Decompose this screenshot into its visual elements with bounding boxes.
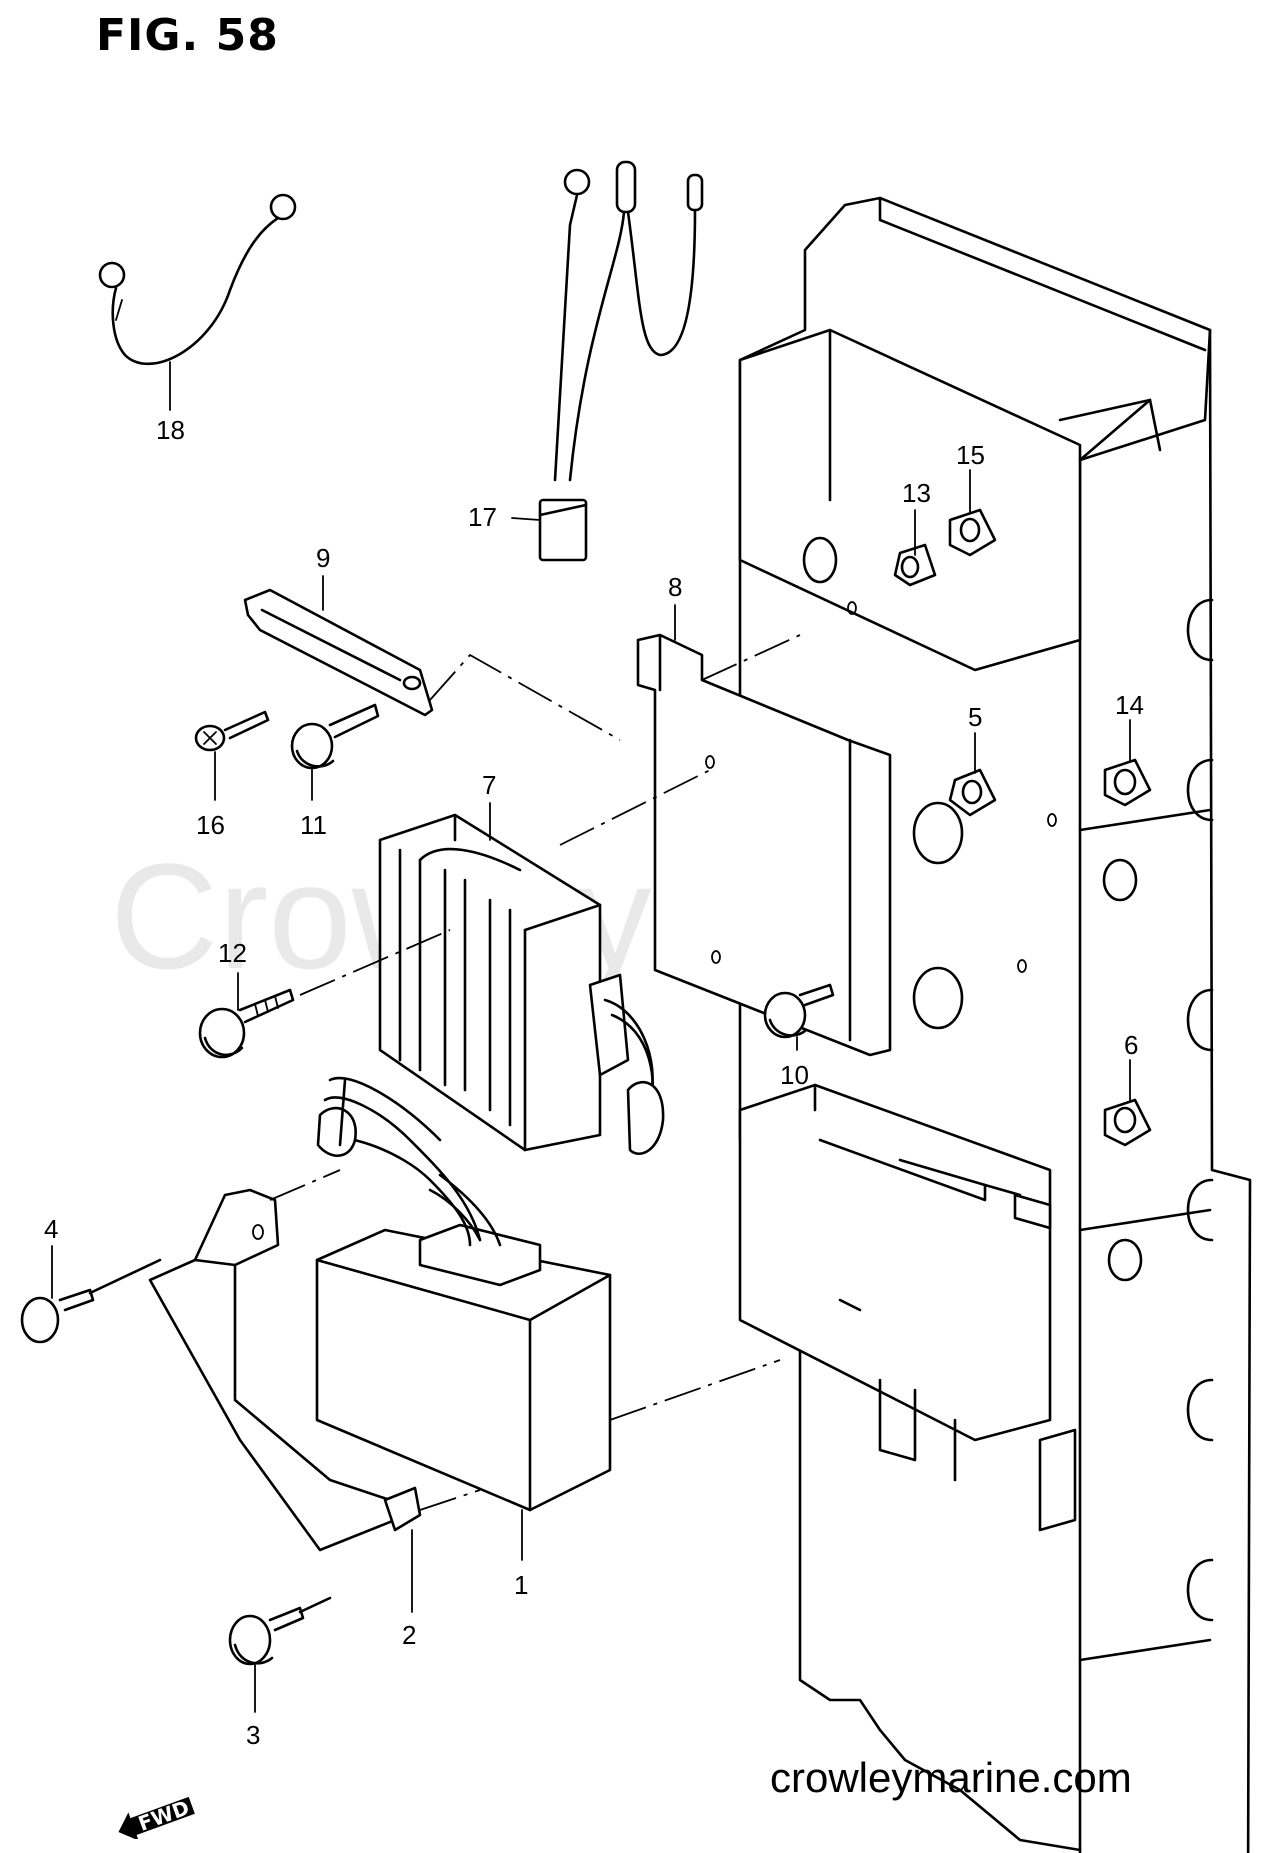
fwd-arrow-icon: FWD bbox=[118, 1797, 195, 1839]
callout-13: 13 bbox=[902, 478, 931, 508]
callout-17: 17 bbox=[468, 502, 497, 532]
callout-2: 2 bbox=[402, 1620, 417, 1650]
screw-16 bbox=[194, 710, 270, 752]
fwd-label: FWD bbox=[135, 1797, 192, 1836]
callout-9: 9 bbox=[316, 543, 331, 573]
nut-14 bbox=[1103, 758, 1152, 807]
callout-12: 12 bbox=[218, 938, 247, 968]
callout-8: 8 bbox=[668, 572, 683, 602]
callout-15: 15 bbox=[956, 440, 985, 470]
callout-4: 4 bbox=[44, 1214, 59, 1244]
bracket-2 bbox=[148, 1169, 481, 1552]
callout-1: 1 bbox=[514, 1570, 529, 1600]
control-unit-1 bbox=[315, 1076, 781, 1512]
bolt-4 bbox=[20, 1258, 162, 1344]
nut-6 bbox=[1103, 1098, 1152, 1147]
site-url: crowleymarine.com bbox=[770, 1754, 1132, 1801]
plate-8 bbox=[636, 633, 892, 1057]
bolt-11 bbox=[290, 703, 380, 770]
callout-16: 16 bbox=[196, 810, 225, 840]
callout-14: 14 bbox=[1115, 690, 1144, 720]
callout-7: 7 bbox=[482, 770, 497, 800]
callout-11: 11 bbox=[300, 810, 327, 840]
bolt-12 bbox=[198, 929, 451, 1059]
figure-title: FIG. 58 bbox=[96, 10, 279, 61]
callout-10: 10 bbox=[780, 1060, 809, 1090]
bolt-10 bbox=[763, 983, 835, 1039]
ground-cable-18 bbox=[98, 193, 297, 366]
callout-5: 5 bbox=[968, 702, 983, 732]
callout-6: 6 bbox=[1124, 1030, 1139, 1060]
nut-13 bbox=[893, 543, 937, 587]
mounting-panel bbox=[738, 196, 1252, 1853]
lead-wire-17 bbox=[538, 160, 704, 562]
callout-3: 3 bbox=[246, 1720, 261, 1750]
rectifier-7 bbox=[378, 769, 711, 1155]
nut-15 bbox=[948, 508, 997, 557]
bolt-3 bbox=[228, 1596, 332, 1666]
leader-lines bbox=[51, 361, 1131, 1713]
bracket-9 bbox=[243, 588, 621, 741]
callout-18: 18 bbox=[156, 415, 185, 445]
